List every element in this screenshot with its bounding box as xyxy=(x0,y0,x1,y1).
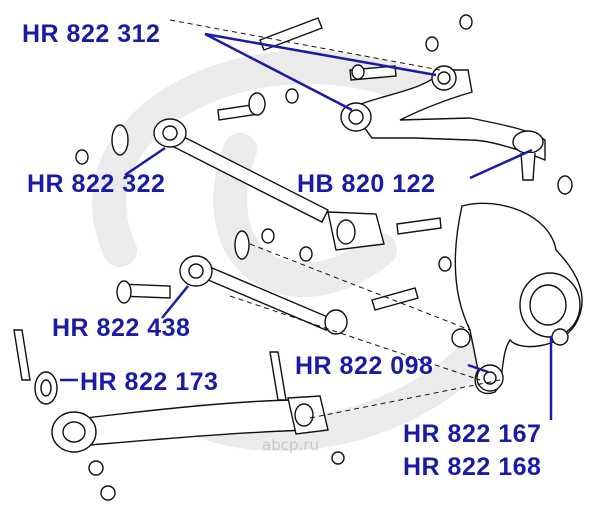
watermark-site: abcp.ru xyxy=(262,436,319,454)
part-label-hub-bushing-167[interactable]: HR 822 167 xyxy=(403,420,542,448)
part-label-toe-link[interactable]: HR 822 438 xyxy=(52,314,191,342)
nut xyxy=(100,485,116,501)
nut xyxy=(88,460,104,476)
nut xyxy=(285,88,299,104)
knuckle xyxy=(454,202,583,395)
part-label-ball-joint[interactable]: HB 820 122 xyxy=(297,170,436,198)
part-label-knuckle-bushing[interactable]: HR 822 098 xyxy=(295,352,434,380)
nut xyxy=(261,228,275,244)
washer xyxy=(234,230,250,260)
nut xyxy=(75,149,89,165)
upper-arm xyxy=(348,69,546,162)
part-label-lateral-link[interactable]: HR 822 322 xyxy=(27,170,166,198)
part-label-bushing-173[interactable]: HR 822 173 xyxy=(80,368,219,396)
nut xyxy=(351,64,365,80)
nut xyxy=(438,256,452,272)
nut xyxy=(425,36,439,52)
bolt-upper xyxy=(259,17,323,51)
nut xyxy=(459,14,473,30)
part-label-upper-arm[interactable]: HR 822 312 xyxy=(22,20,161,48)
part-label-hub-bushing-168[interactable]: HR 822 168 xyxy=(403,453,542,481)
washer xyxy=(111,124,129,156)
ball-joint xyxy=(512,130,544,154)
nut xyxy=(299,246,313,262)
nut xyxy=(331,451,345,465)
nut xyxy=(557,175,573,195)
